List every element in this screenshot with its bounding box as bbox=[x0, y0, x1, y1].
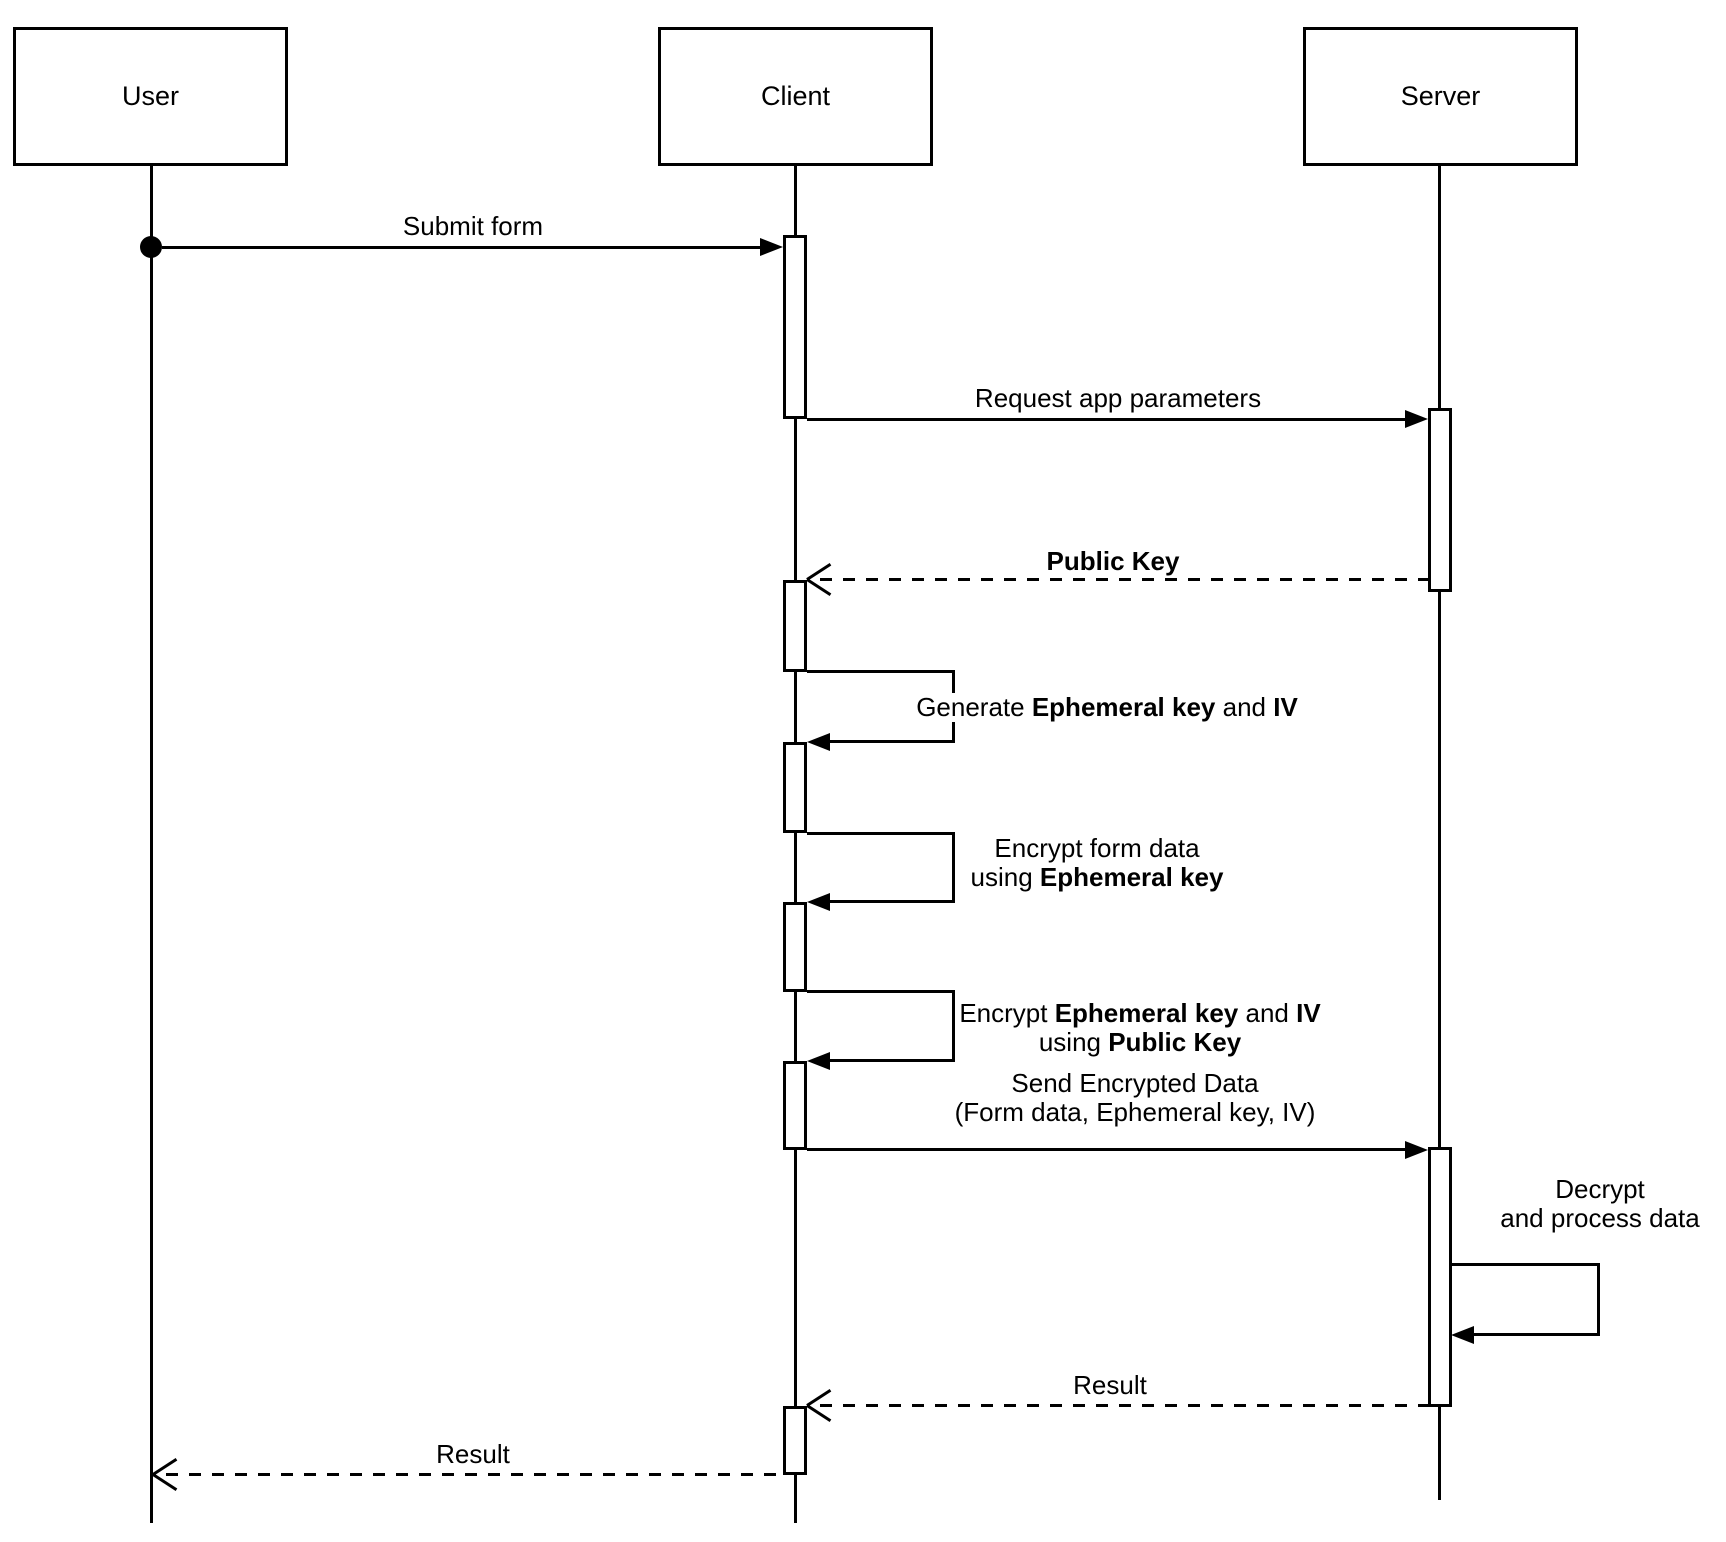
self-loop-encrypt-key-bottom bbox=[829, 1059, 955, 1062]
arrowhead-generate bbox=[807, 733, 830, 751]
activation-bar-client-2 bbox=[783, 580, 807, 672]
actor-label-client: Client bbox=[760, 81, 831, 111]
activation-bar-client-1 bbox=[783, 235, 807, 419]
arrowhead-encrypt-form bbox=[807, 893, 830, 911]
self-loop-encrypt-key-top bbox=[807, 990, 955, 993]
actor-box-client: Client bbox=[658, 27, 933, 166]
message-label-submit-form: Submit form bbox=[398, 212, 548, 241]
arrow-public-key bbox=[820, 578, 1428, 581]
self-loop-encrypt-key-right bbox=[952, 990, 955, 1062]
self-loop-encrypt-form-top bbox=[807, 832, 955, 835]
message-label-public-key: Public Key bbox=[1042, 547, 1184, 576]
actor-box-user: User bbox=[13, 27, 288, 166]
activation-bar-server-2 bbox=[1428, 1147, 1452, 1407]
arrowhead-submit-form bbox=[760, 238, 783, 256]
actor-box-server: Server bbox=[1303, 27, 1578, 166]
arrowhead-request-app-parameters bbox=[1405, 410, 1428, 428]
self-loop-decrypt-right bbox=[1597, 1263, 1600, 1336]
arrow-submit-form bbox=[162, 246, 762, 249]
self-loop-decrypt-bottom bbox=[1473, 1333, 1600, 1336]
self-loop-encrypt-form-right bbox=[952, 832, 955, 903]
self-loop-generate-bottom bbox=[829, 740, 955, 743]
arrowhead-decrypt bbox=[1451, 1326, 1474, 1344]
message-label-decrypt-process: Decrypt and process data bbox=[1496, 1175, 1704, 1233]
arrowhead-encrypt-key bbox=[807, 1052, 830, 1070]
lifeline-user bbox=[150, 165, 153, 1523]
arrow-result-to-user bbox=[166, 1473, 783, 1476]
message-label-generate-keys: Generate Ephemeral key and IV bbox=[912, 693, 1302, 722]
activation-bar-client-5 bbox=[783, 1061, 807, 1150]
activation-bar-server-1 bbox=[1428, 408, 1452, 592]
arrow-request-app-parameters bbox=[807, 418, 1407, 421]
arrow-send-encrypted-data bbox=[807, 1148, 1407, 1151]
actor-label-user: User bbox=[121, 81, 179, 111]
message-label-encrypt-form-data: Encrypt form data using Ephemeral key bbox=[966, 834, 1228, 892]
start-dot bbox=[140, 236, 162, 258]
message-label-send-encrypted-data: Send Encrypted Data (Form data, Ephemera… bbox=[950, 1069, 1320, 1127]
message-label-request-app-parameters: Request app parameters bbox=[970, 384, 1266, 413]
lifeline-server bbox=[1438, 165, 1441, 1500]
message-label-result-to-client: Result bbox=[1069, 1371, 1151, 1400]
self-loop-generate-top bbox=[807, 670, 955, 673]
self-loop-decrypt-top bbox=[1451, 1263, 1600, 1266]
activation-bar-client-3 bbox=[783, 742, 807, 833]
self-loop-encrypt-form-bottom bbox=[829, 900, 955, 903]
lifeline-client bbox=[794, 165, 797, 1523]
message-label-encrypt-key-iv: Encrypt Ephemeral key and IV using Publi… bbox=[955, 999, 1325, 1057]
arrow-result-to-client bbox=[820, 1404, 1428, 1407]
activation-bar-client-6 bbox=[783, 1406, 807, 1475]
message-label-result-to-user: Result bbox=[432, 1440, 514, 1469]
activation-bar-client-4 bbox=[783, 902, 807, 992]
actor-label-server: Server bbox=[1400, 81, 1481, 111]
arrowhead-send-encrypted-data bbox=[1405, 1141, 1428, 1159]
